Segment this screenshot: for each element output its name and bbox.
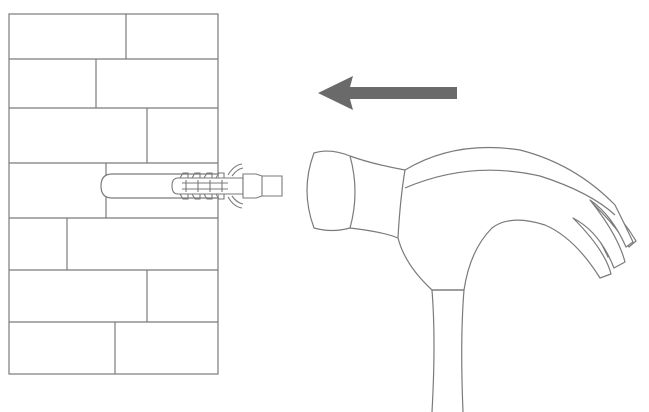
wall-plug-icon bbox=[171, 163, 283, 209]
arrow-left-icon bbox=[318, 76, 457, 110]
claw-hammer-icon bbox=[306, 146, 637, 412]
